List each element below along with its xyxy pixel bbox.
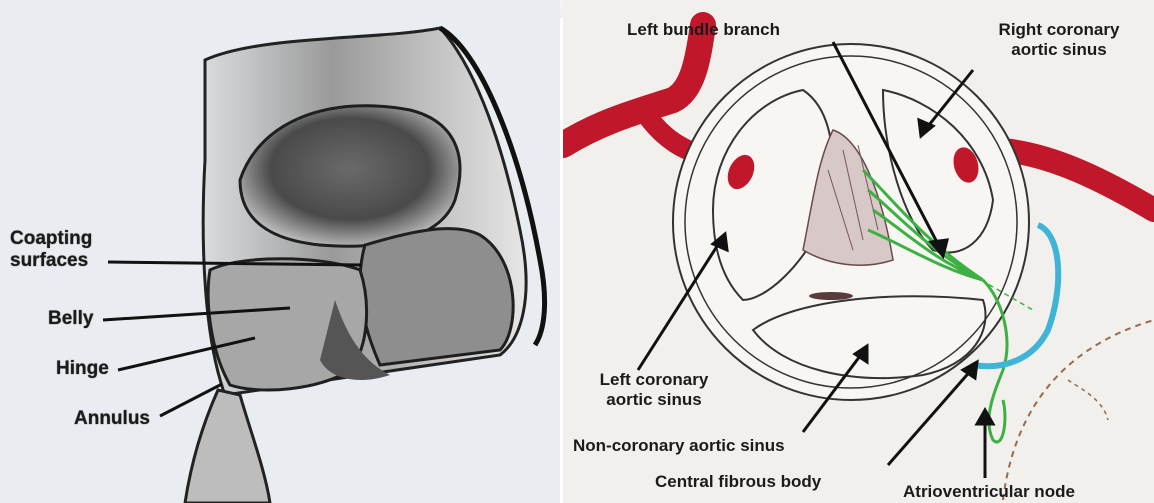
label-coapting-surfaces: Coapting surfaces bbox=[10, 228, 92, 272]
left-coronary-artery bbox=[563, 25, 703, 145]
label-atrioventricular-node: Atrioventricular node bbox=[903, 482, 1075, 502]
dashed-outline bbox=[1003, 320, 1154, 500]
label-central-fibrous-body: Central fibrous body bbox=[655, 472, 821, 492]
right-cusp bbox=[360, 229, 513, 365]
label-non-coronary-aortic-sinus: Non-coronary aortic sinus bbox=[573, 436, 785, 456]
label-right-coronary-aortic-sinus: Right coronary aortic sinus bbox=[970, 20, 1148, 59]
cross-section-drawing bbox=[563, 0, 1154, 503]
outflow-tract bbox=[185, 390, 270, 503]
valve-leaflet-illustration: Coapting surfaces Belly Hinge Annulus bbox=[0, 0, 560, 503]
label-left-bundle-branch: Left bundle branch bbox=[627, 20, 780, 40]
label-annulus: Annulus bbox=[74, 408, 150, 430]
label-left-coronary-aortic-sinus: Left coronary aortic sinus bbox=[573, 370, 735, 409]
aortic-root-cross-section: Left bundle branch Right coronary aortic… bbox=[563, 0, 1154, 503]
label-hinge: Hinge bbox=[56, 358, 109, 380]
label-belly: Belly bbox=[48, 308, 93, 330]
